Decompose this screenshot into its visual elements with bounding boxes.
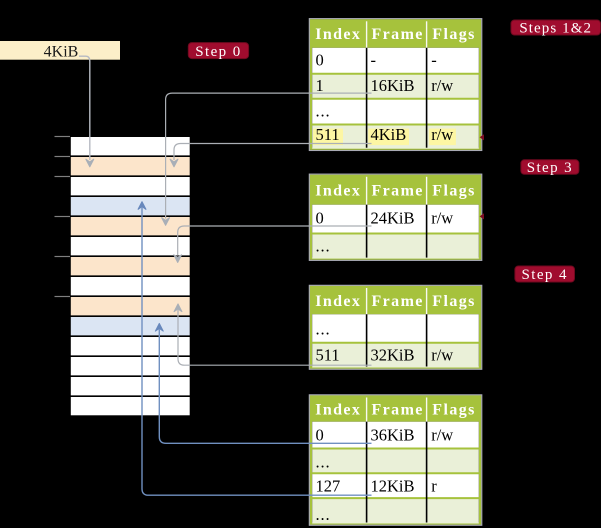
svg-text:12KiB: 12KiB	[371, 477, 415, 496]
svg-text:16KiB: 16KiB	[371, 76, 415, 95]
svg-text:-: -	[371, 50, 377, 69]
svg-text:32KiB: 32KiB	[371, 345, 415, 364]
svg-text:0: 0	[316, 50, 324, 69]
svg-text:Frame: Frame	[372, 402, 424, 419]
svg-text:r/w: r/w	[431, 125, 453, 144]
svg-text:Frame: Frame	[372, 293, 424, 310]
svg-text:r/w: r/w	[431, 425, 453, 444]
svg-text:4KiB: 4KiB	[44, 44, 79, 61]
svg-text:Flags: Flags	[432, 26, 475, 43]
svg-text:36KiB: 36KiB	[371, 425, 415, 444]
svg-text:...: ...	[316, 320, 331, 339]
svg-text:0: 0	[316, 425, 324, 444]
svg-text:Index: Index	[315, 402, 361, 419]
svg-text:1: 1	[316, 76, 324, 95]
svg-text:511: 511	[316, 125, 340, 144]
svg-text:...: ...	[316, 236, 331, 255]
svg-text:24KiB: 24KiB	[371, 208, 415, 227]
svg-text:Flags: Flags	[432, 402, 475, 419]
svg-text:Step 3: Step 3	[527, 160, 573, 176]
svg-text:Steps 1&2: Steps 1&2	[519, 21, 592, 37]
svg-text:Index: Index	[315, 183, 361, 200]
svg-text:-: -	[431, 50, 437, 69]
svg-text:r/w: r/w	[431, 345, 453, 364]
svg-text:r: r	[431, 477, 437, 496]
svg-text:r/w: r/w	[431, 76, 453, 95]
svg-text:Step 4: Step 4	[522, 267, 568, 283]
svg-text:0: 0	[316, 208, 324, 227]
svg-text:127: 127	[316, 477, 341, 496]
svg-text:Index: Index	[315, 293, 361, 310]
svg-text:Flags: Flags	[432, 183, 475, 200]
svg-text:Step 0: Step 0	[195, 44, 241, 60]
svg-text:Flags: Flags	[432, 293, 475, 310]
svg-text:511: 511	[316, 345, 340, 364]
svg-text:4KiB: 4KiB	[371, 125, 407, 144]
svg-text:...: ...	[316, 453, 331, 472]
svg-text:Index: Index	[315, 26, 361, 43]
svg-text:Frame: Frame	[372, 183, 424, 200]
svg-text:...: ...	[316, 505, 331, 524]
svg-text:...: ...	[316, 101, 331, 120]
svg-text:r/w: r/w	[431, 208, 453, 227]
svg-text:Frame: Frame	[372, 26, 424, 43]
